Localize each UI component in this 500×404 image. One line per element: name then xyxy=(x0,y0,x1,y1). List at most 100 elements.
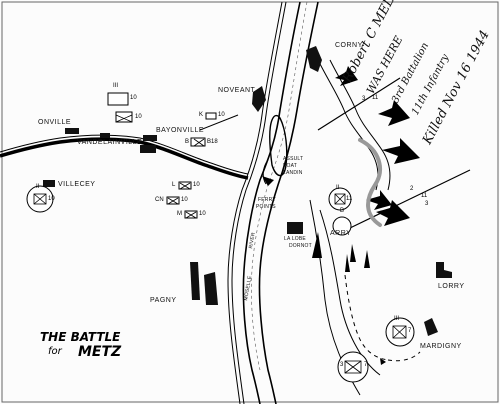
unit-size-top-left: III xyxy=(113,83,119,89)
town-onville xyxy=(65,128,79,134)
advance-route xyxy=(344,274,389,361)
label-arry: ARRY xyxy=(330,230,352,237)
town-vandelainville xyxy=(100,133,110,138)
town-lorry xyxy=(436,262,452,278)
town-corny xyxy=(306,46,322,72)
label-lorry: LORRY xyxy=(438,283,465,290)
unit-l xyxy=(178,181,192,190)
unit-k xyxy=(205,112,217,120)
label-pagny: PAGNY xyxy=(150,297,177,304)
line-num-11: 11 xyxy=(372,95,379,101)
arrow-2 xyxy=(378,100,410,126)
label-corny: CORNY xyxy=(335,42,363,49)
town-villecey xyxy=(43,180,55,187)
unit-num-top-left-2: 10 xyxy=(135,114,142,120)
label-villecey: VILLECEY xyxy=(58,181,96,188)
unit-bottom-num: 3 xyxy=(340,362,344,368)
line-novéant xyxy=(199,114,239,131)
unit-cn-label: CN xyxy=(155,197,164,203)
arrow-up-2 xyxy=(350,244,356,262)
unit-num-top-left: 10 xyxy=(130,95,137,101)
unit-arry-num: 11 xyxy=(346,196,353,202)
unit-cn xyxy=(166,196,180,205)
unit-arry-size: II xyxy=(336,185,340,191)
arrow-1 xyxy=(335,66,358,86)
front-line-south xyxy=(349,169,471,229)
arrow-3 xyxy=(382,138,420,164)
arrow-up-1 xyxy=(312,232,322,258)
label-noveant: NOVEANT xyxy=(218,87,256,94)
unit-villecey-size: II xyxy=(36,184,40,190)
town-mardigny xyxy=(424,318,438,336)
ferry-route xyxy=(262,159,269,185)
unit-b-label: B xyxy=(185,139,190,145)
town-pagny xyxy=(190,262,200,300)
canal-line xyxy=(231,1,287,404)
railway-line xyxy=(0,137,249,180)
unit-marks xyxy=(33,114,407,374)
town-la-lobe xyxy=(287,222,303,234)
advance-arrowhead xyxy=(380,358,386,365)
unit-mardigny-size: III xyxy=(394,316,400,322)
river-bank-east xyxy=(258,1,319,404)
label-assault-1: ASSULT xyxy=(283,156,304,162)
label-mardigny: MARDIGNY xyxy=(420,343,462,350)
canal-line-2 xyxy=(227,1,283,404)
unit-m-label: M xyxy=(177,211,182,217)
label-assault-2: BOAT xyxy=(283,163,298,169)
line-num-3: 3 xyxy=(362,96,366,102)
unit-m-num: 10 xyxy=(199,211,206,217)
unit-m xyxy=(184,210,198,219)
unit-k-label: K xyxy=(199,112,204,118)
line-num-3b: 3 xyxy=(425,201,429,207)
advance-route-2 xyxy=(387,351,421,362)
town-blocks xyxy=(43,46,452,336)
unit-top-left-2 xyxy=(115,111,133,123)
label-vandelainville: VANDELAINVILLE xyxy=(77,139,143,146)
unit-top-left xyxy=(107,92,129,106)
label-ferry-2: POINTS xyxy=(256,204,276,210)
unit-villecey-num: 10 xyxy=(48,196,55,202)
arrow-5 xyxy=(376,200,410,226)
label-la-lobe: LA LOBE xyxy=(284,236,306,242)
unit-mardigny-num: 7 xyxy=(408,328,412,334)
unit-cn-num: 10 xyxy=(181,197,188,203)
ferry-arrow xyxy=(262,176,274,186)
map-title-line2: METZ xyxy=(78,344,122,360)
arrow-up-3 xyxy=(364,250,370,268)
line-num-2: 2 xyxy=(410,186,414,192)
arrow-up-4 xyxy=(345,254,350,272)
road-east-1 xyxy=(329,59,391,191)
town-noveant xyxy=(252,86,266,112)
front-line-north xyxy=(317,77,401,131)
label-dornot: DORNOT xyxy=(289,243,312,249)
shading-east xyxy=(358,138,382,227)
unit-k-num: 10 xyxy=(218,112,225,118)
town-pagny-2 xyxy=(204,272,218,305)
unit-arry-sub: B xyxy=(340,208,345,214)
river-island xyxy=(269,114,288,177)
river-channel xyxy=(251,1,308,371)
river-bank-west xyxy=(242,1,301,404)
arrow-4 xyxy=(366,190,392,210)
attack-arrows xyxy=(262,66,420,272)
label-ferry-1: FERRY xyxy=(258,197,276,203)
railway-rail xyxy=(0,134,249,175)
label-onville: ONVILLE xyxy=(38,119,72,126)
unit-l-num: 10 xyxy=(193,182,200,188)
road-east-2 xyxy=(317,59,379,191)
unit-l-label: L xyxy=(172,182,176,188)
line-num-11b: 11 xyxy=(421,193,428,199)
map-title-line1: THE BATTLE xyxy=(40,330,121,344)
unit-arry-2 xyxy=(332,216,352,236)
map-title-for: for xyxy=(48,346,62,357)
town-bayonville xyxy=(143,135,157,141)
unit-bottom-num-2: 7 xyxy=(364,362,368,368)
town-bayonville-2 xyxy=(140,145,156,153)
label-assault-3: LANDIN xyxy=(283,170,303,176)
unit-b-bn: B18 xyxy=(207,139,218,145)
label-bayonville: BAYONVILLE xyxy=(156,127,205,134)
